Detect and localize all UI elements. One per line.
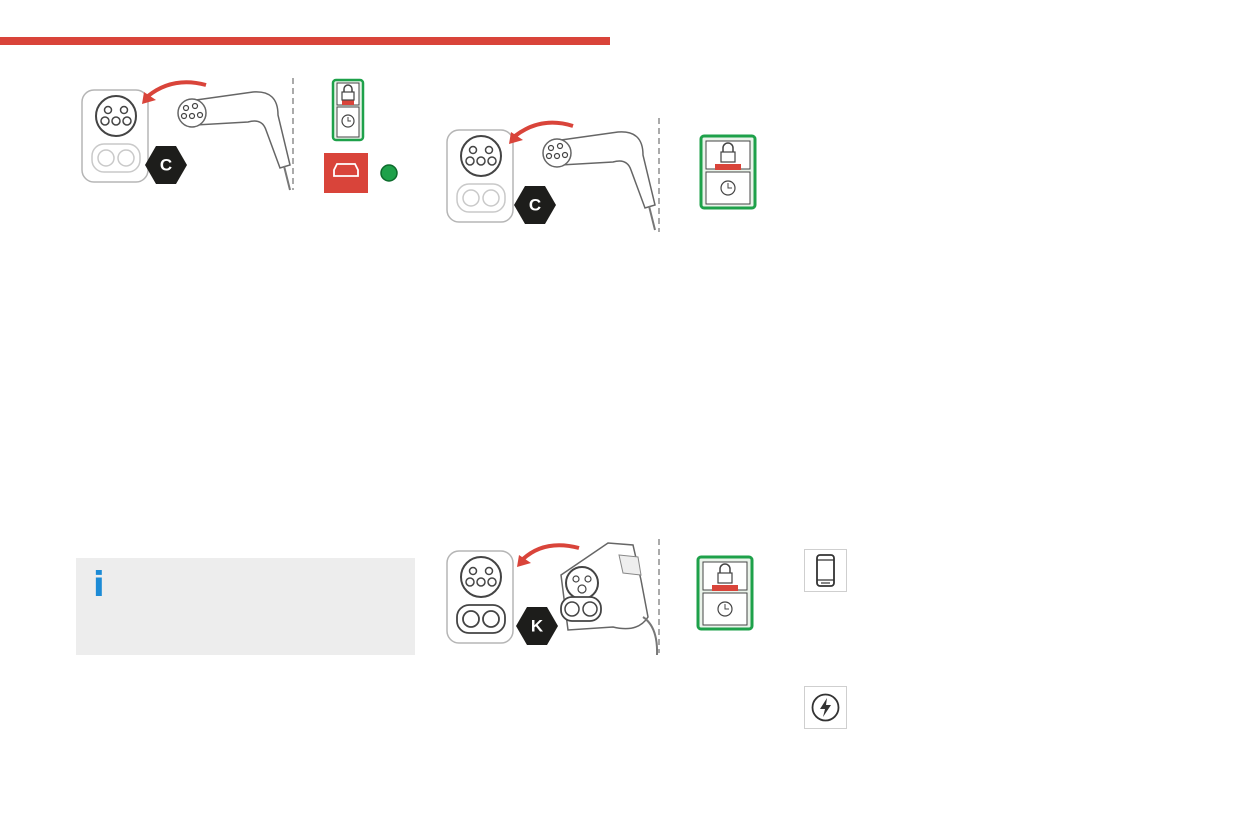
insert-arrow bbox=[521, 543, 580, 561]
lock-timer-indicator bbox=[696, 555, 754, 631]
lock-icon bbox=[343, 84, 353, 92]
insert-arrow-head bbox=[509, 132, 523, 144]
insert-arrow bbox=[146, 80, 207, 98]
vehicle-socket bbox=[446, 129, 514, 223]
charging-plug bbox=[177, 91, 291, 191]
connector-label: C bbox=[160, 156, 172, 175]
car-icon bbox=[324, 153, 368, 193]
timer-plug-icon bbox=[717, 601, 733, 617]
timer-plug-icon bbox=[341, 114, 355, 128]
lock-timer-indicator bbox=[699, 134, 757, 210]
dc-charging-plug bbox=[560, 542, 659, 656]
connector-label: C bbox=[529, 196, 541, 215]
charging-plug bbox=[542, 131, 656, 231]
insert-arrow-head bbox=[142, 92, 156, 104]
lock-timer-indicator bbox=[331, 78, 365, 142]
connector-label: K bbox=[531, 617, 544, 636]
figure-2-connector-diagram: C bbox=[446, 118, 757, 232]
vehicle-socket bbox=[81, 89, 149, 183]
vehicle-socket bbox=[446, 550, 514, 644]
connector-label-badge bbox=[145, 146, 187, 184]
figure-1-connector-diagram: C bbox=[81, 78, 398, 193]
insert-arrow bbox=[513, 120, 574, 138]
timer-plug-icon bbox=[720, 180, 736, 196]
info-icon: i bbox=[93, 565, 105, 605]
connector-label-badge bbox=[516, 607, 558, 645]
connector-label-badge bbox=[514, 186, 556, 224]
info-note-box bbox=[76, 558, 415, 655]
green-light-icon bbox=[380, 164, 398, 182]
figure-3-connector-diagram: K bbox=[446, 539, 754, 656]
lightning-circle-icon bbox=[804, 686, 847, 729]
lock-icon bbox=[722, 142, 734, 152]
lock-icon bbox=[719, 563, 731, 573]
insert-arrow-head bbox=[517, 555, 531, 567]
smartphone-icon bbox=[804, 549, 847, 592]
section-header-bar bbox=[0, 37, 610, 45]
